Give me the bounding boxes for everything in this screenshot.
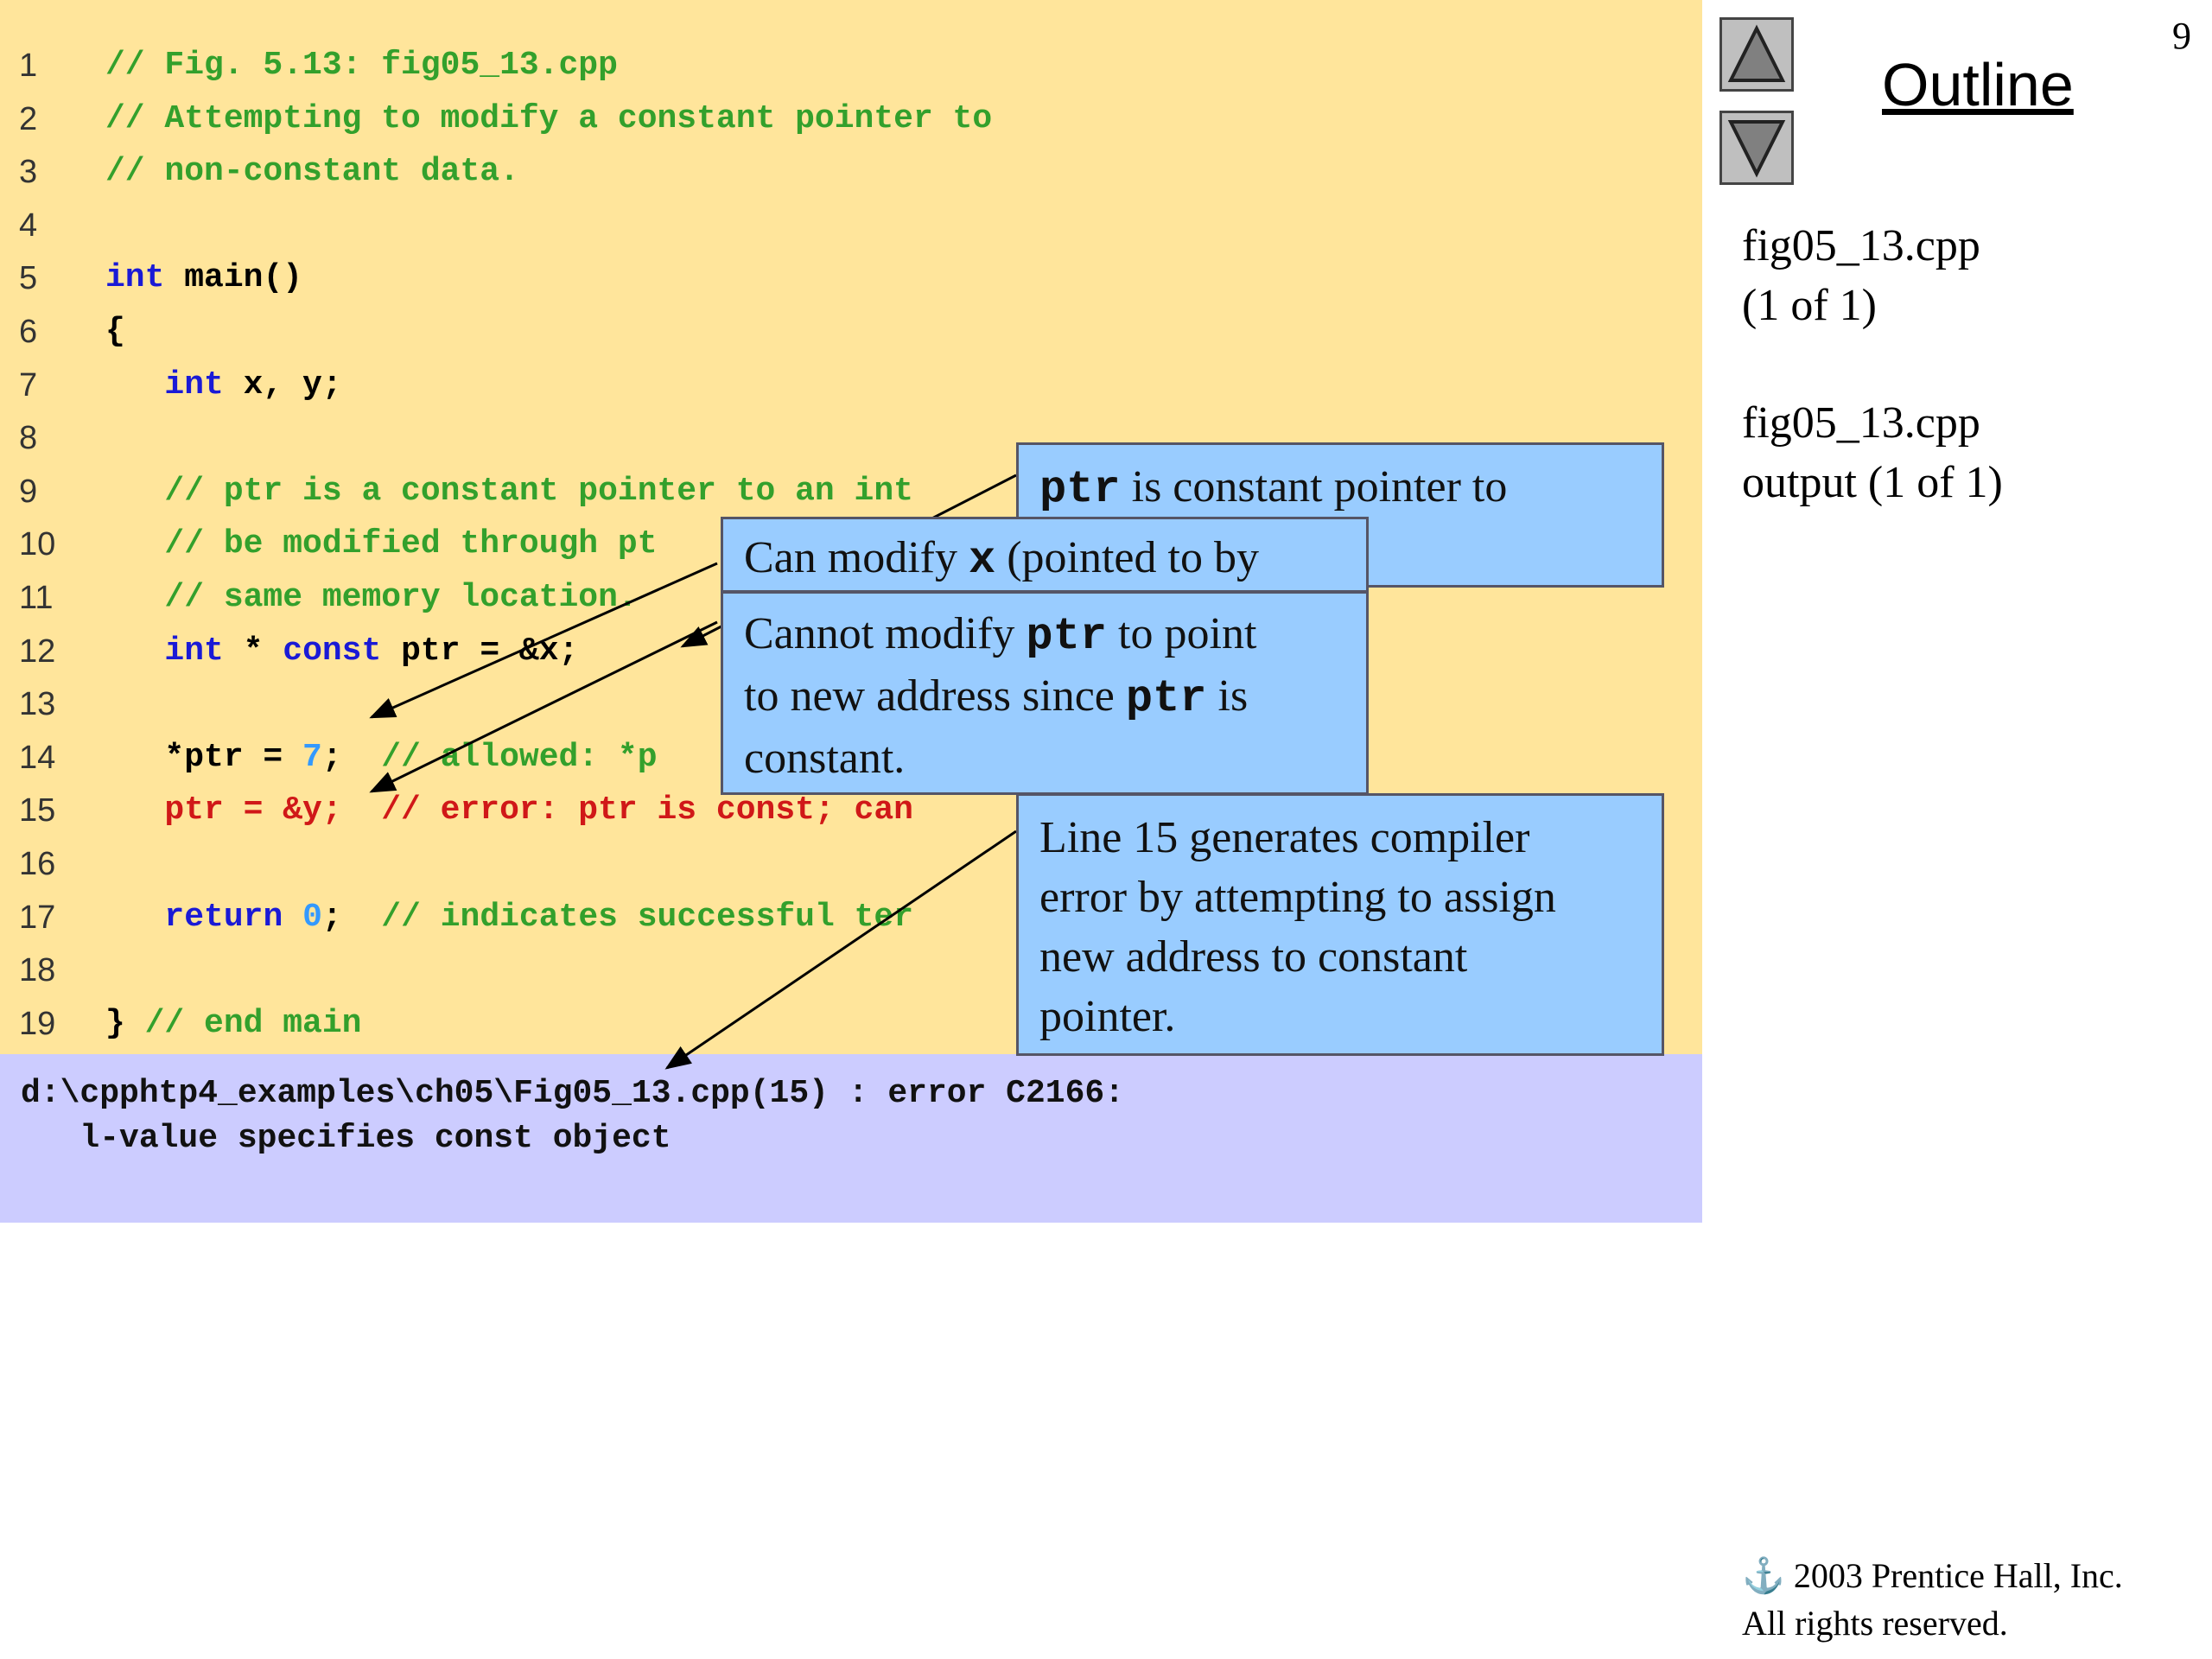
- triangle-down-icon: [1727, 120, 1786, 178]
- callout-cannot-pre: Cannot modify: [744, 609, 1027, 658]
- code-text: ptr = &y; // error: ptr is const; can: [105, 785, 913, 836]
- code-token: int: [105, 259, 165, 297]
- line-number: 5: [19, 260, 38, 297]
- next-slide-button[interactable]: [1719, 111, 1794, 185]
- code-text: int main(): [105, 252, 302, 304]
- code-token: // end main: [144, 1004, 362, 1042]
- line-number: 1: [19, 48, 38, 84]
- code-text: // non-constant data.: [105, 146, 519, 198]
- code-token: ptr = &x;: [381, 632, 579, 670]
- code-token: x, y;: [223, 365, 342, 404]
- code-text: // Fig. 5.13: fig05_13.cpp: [105, 40, 618, 92]
- line-number: 2: [19, 100, 38, 137]
- code-text: {: [105, 306, 125, 358]
- line-number: 13: [19, 686, 56, 723]
- callout-mono-ptr: ptr: [1039, 464, 1121, 515]
- callout-cannot-post: is: [1206, 671, 1249, 721]
- callout-cannot-mid2: to new address since: [744, 671, 1126, 721]
- line-number: 11: [19, 580, 54, 616]
- line-number: 4: [19, 207, 38, 244]
- outline-file-1[interactable]: fig05_13.cpp: [1742, 221, 1980, 270]
- arrow-to-output: [664, 830, 1017, 1070]
- arrow-to-line-13: [369, 562, 718, 719]
- callout-cannot-modify: Cannot modify ptr to point to new addres…: [721, 591, 1369, 795]
- publisher-logo-icon: ⚓: [1742, 1556, 1785, 1595]
- code-token: ;: [321, 898, 382, 936]
- code-token: // Fig. 5.13: fig05_13.cpp: [105, 47, 618, 84]
- code-token: ptr = &y; // error: ptr is const; can: [105, 791, 913, 830]
- line-number: 12: [19, 632, 56, 670]
- output-panel: d:\cpphtp4_examples\ch05\Fig05_13.cpp(15…: [0, 1054, 1702, 1223]
- code-token: {: [105, 313, 125, 350]
- triangle-up-icon: [1727, 24, 1786, 82]
- line-number: 15: [19, 792, 56, 830]
- callout-line15-error: Line 15 generates compiler error by atte…: [1016, 793, 1664, 1056]
- line-number: 18: [19, 952, 56, 989]
- code-token: ;: [321, 738, 382, 776]
- code-token: *: [223, 632, 283, 670]
- line-number: 17: [19, 899, 56, 936]
- callout-modify-x-pre: Can modify: [744, 533, 969, 582]
- callout-line15-l2: error by attempting to assign: [1039, 873, 1556, 922]
- code-token: // allowed: *p: [381, 738, 658, 776]
- code-token: *ptr =: [105, 738, 303, 776]
- code-token: int: [164, 632, 224, 670]
- code-text: // ptr is a constant pointer to an int: [105, 466, 913, 518]
- callout-line15-l3: new address to constant: [1039, 932, 1468, 982]
- callout-mono-ptr-1: ptr: [1026, 611, 1108, 662]
- code-token: }: [105, 1004, 145, 1042]
- callout-cannot-end: constant.: [744, 734, 906, 783]
- callout-mono-x: x: [968, 535, 996, 586]
- code-text: // same memory location.: [105, 572, 638, 624]
- line-number: 3: [19, 154, 38, 191]
- code-token: // non-constant data.: [105, 153, 519, 191]
- callout-line15-l1: Line 15 generates compiler: [1039, 813, 1530, 862]
- code-token: int: [164, 365, 224, 404]
- line-number: 14: [19, 739, 56, 776]
- callout-mono-ptr-2: ptr: [1125, 673, 1207, 724]
- line-number: 9: [19, 473, 38, 510]
- code-text: } // end main: [105, 998, 361, 1050]
- callout-cannot-mid1: to point: [1107, 609, 1257, 658]
- code-token: // Attempting to modify a constant point…: [105, 99, 993, 137]
- code-token: 7: [302, 738, 322, 776]
- line-number: 8: [19, 420, 38, 457]
- line-number: 16: [19, 846, 56, 882]
- code-text: // be modified through pt: [105, 518, 658, 570]
- callout-ptr-constant-text: is constant pointer to: [1120, 462, 1508, 512]
- footer-copyright: ⚓ 2003 Prentice Hall, Inc.: [1742, 1555, 2123, 1596]
- line-number: 10: [19, 526, 56, 563]
- code-token: // be modified through pt: [105, 525, 658, 563]
- code-text: return 0; // indicates successful ter: [105, 892, 913, 944]
- callout-modify-x-post: (pointed to by: [995, 533, 1259, 582]
- line-number: 7: [19, 366, 38, 404]
- outline-file-2[interactable]: fig05_13.cpp: [1742, 398, 1980, 448]
- code-token: 0: [302, 898, 322, 936]
- code-token: return: [164, 898, 283, 936]
- code-token: // same memory location.: [105, 579, 638, 616]
- outline-file-1-sub: (1 of 1): [1742, 281, 1877, 330]
- code-text: *ptr = 7; // allowed: *p: [105, 732, 658, 784]
- page-number: 9: [2172, 15, 2191, 57]
- code-token: // indicates successful ter: [381, 898, 913, 936]
- code-token: // ptr is a constant pointer to an int: [105, 472, 913, 510]
- code-text: int x, y;: [105, 359, 342, 411]
- line-number: 19: [19, 1005, 56, 1042]
- callout-line15-l4: pointer.: [1039, 992, 1176, 1041]
- outline-title: Outline: [1882, 51, 2074, 118]
- code-text: // Attempting to modify a constant point…: [105, 93, 992, 145]
- footer-rights: All rights reserved.: [1742, 1604, 2008, 1643]
- callout-modify-x: Can modify x (pointed to by: [721, 517, 1369, 593]
- arrow-to-line-14: [369, 620, 718, 793]
- code-text: int * const ptr = &x;: [105, 626, 578, 677]
- previous-slide-button[interactable]: [1719, 17, 1794, 92]
- output-line-1: d:\cpphtp4_examples\ch05\Fig05_13.cpp(15…: [21, 1075, 1125, 1112]
- code-token: main(): [164, 259, 303, 297]
- output-line-2: l-value specifies const object: [21, 1120, 671, 1157]
- code-token: const: [283, 632, 382, 670]
- footer-copyright-text: 2003 Prentice Hall, Inc.: [1793, 1556, 2123, 1595]
- outline-file-2-sub: output (1 of 1): [1742, 458, 2003, 507]
- line-number: 6: [19, 314, 38, 350]
